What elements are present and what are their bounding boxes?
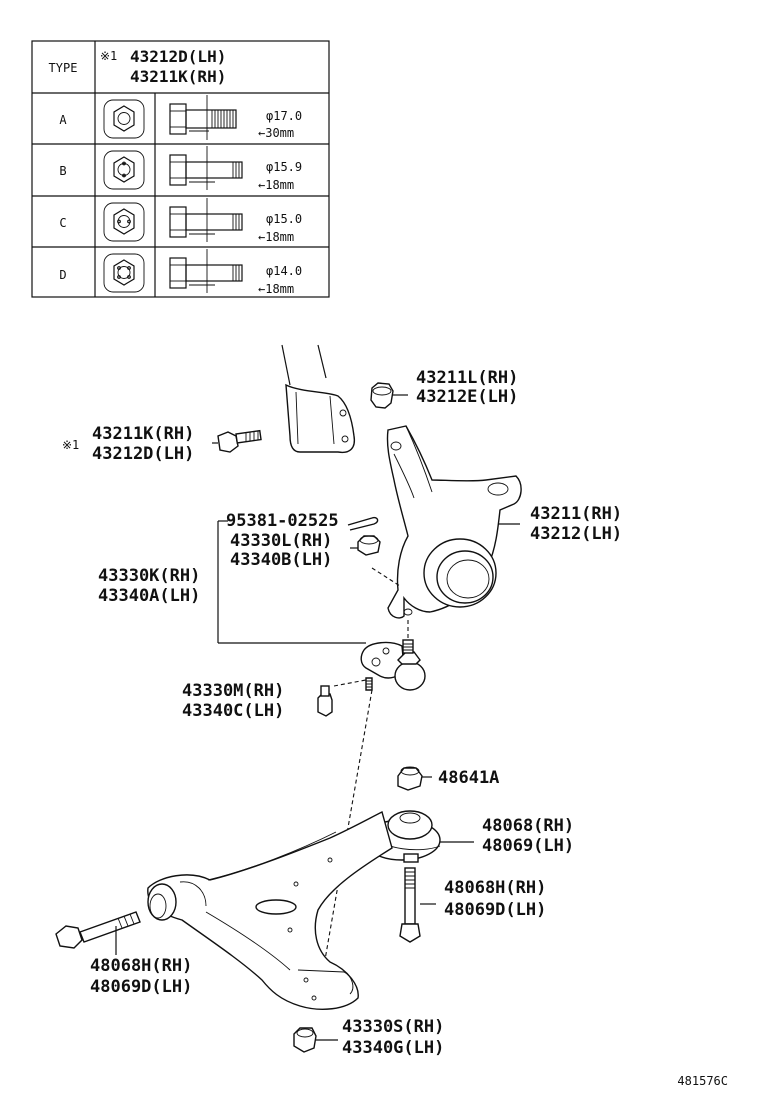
table-row: D φ14.0 ←18mm [59, 249, 302, 296]
table-row: B φ15.9 ←18mm [59, 146, 302, 192]
table-row: C φ15.0 ←18mm [59, 198, 302, 244]
table-row: A φ17.0 ←30mm [59, 95, 302, 140]
table-note-mark: ※1 [100, 49, 117, 63]
label-nut-top-lh: 43212E(LH) [416, 387, 518, 407]
table-row-type: C [59, 216, 66, 230]
top-nut-icon [370, 382, 408, 409]
label-nut-arm: 48641A [438, 768, 499, 788]
label-bolt-front-rh: 48068H(RH) [90, 956, 192, 976]
rear-bolt-icon [399, 867, 436, 943]
table-type-header: TYPE [49, 61, 78, 75]
lower-control-arm [147, 810, 393, 1010]
assembly-dashed-lines [317, 567, 409, 1001]
label-bolt-rear-lh: 48069D(LH) [444, 900, 546, 920]
label-bolt-front-lh: 48069D(LH) [90, 977, 192, 997]
label-bushing-lh: 48069(LH) [482, 836, 574, 856]
label-note-mark: ※1 [62, 438, 79, 452]
diagram-code: 481576C [677, 1074, 728, 1088]
bolt-diameter: φ14.0 [266, 264, 302, 278]
label-bolt-bj-rh: 43330M(RH) [182, 681, 284, 701]
bolt-head-end-icon [103, 202, 145, 242]
label-bolt-rear-rh: 48068H(RH) [444, 878, 546, 898]
bolt-type-table: TYPE ※1 43212D(LH) 43211K(RH) A φ17.0 ←3… [31, 40, 330, 298]
label-bushing-rh: 48068(RH) [482, 816, 574, 836]
label-bolt-left-rh: 43211K(RH) [92, 424, 194, 444]
label-nut-bj-rh: 43330L(RH) [230, 531, 332, 551]
table-header-rh: 43211K(RH) [130, 67, 226, 86]
bolt-length: ←30mm [258, 126, 294, 140]
table-row-type: D [59, 268, 66, 282]
label-nut-bottom-rh: 43330S(RH) [342, 1017, 444, 1037]
ball-joint-bolt-icon [317, 677, 373, 717]
label-bolt-left-lh: 43212D(LH) [92, 444, 194, 464]
steering-knuckle [386, 425, 522, 619]
bolt-side-icon [169, 198, 243, 242]
front-bolt-icon [55, 911, 141, 955]
label-nut-top-rh: 43211L(RH) [416, 368, 518, 388]
table-row-type: B [59, 164, 66, 178]
bolt-diameter: φ17.0 [266, 109, 302, 123]
bolt-length: ←18mm [258, 282, 294, 296]
label-nut-bj-lh: 43340B(LH) [230, 550, 332, 570]
cotter-pin-icon [347, 516, 379, 531]
ball-joint [360, 639, 426, 691]
bolt-side-icon [169, 146, 243, 190]
bolt-diameter: φ15.9 [266, 160, 302, 174]
bolt-head-end-icon [103, 150, 145, 190]
bolt-diameter: φ15.0 [266, 212, 302, 226]
bolt-side-icon [169, 249, 243, 293]
bolt-length: ←18mm [258, 230, 294, 244]
bolt-head-end-icon [103, 99, 145, 139]
camber-bolt-icon [212, 429, 262, 453]
bolt-head-end-icon [103, 253, 145, 293]
label-nut-bottom-lh: 43340G(LH) [342, 1038, 444, 1058]
label-knuckle-rh: 43211(RH) [530, 504, 622, 524]
bolt-side-icon [169, 95, 237, 140]
ball-joint-nut-icon [350, 535, 381, 556]
label-ball-joint-rh: 43330K(RH) [98, 566, 200, 586]
label-bracket-lines [217, 520, 366, 644]
bolt-length: ←18mm [258, 178, 294, 192]
arm-nut-icon [397, 766, 432, 791]
strut-bracket [281, 344, 356, 454]
label-bolt-bj-lh: 43340C(LH) [182, 701, 284, 721]
table-header-lh: 43212D(LH) [130, 47, 226, 66]
bottom-nut-icon [293, 1027, 338, 1053]
label-cotter-pin: 95381-02525 [226, 511, 339, 531]
label-knuckle-lh: 43212(LH) [530, 524, 622, 544]
table-row-type: A [59, 113, 67, 127]
label-ball-joint-lh: 43340A(LH) [98, 586, 200, 606]
